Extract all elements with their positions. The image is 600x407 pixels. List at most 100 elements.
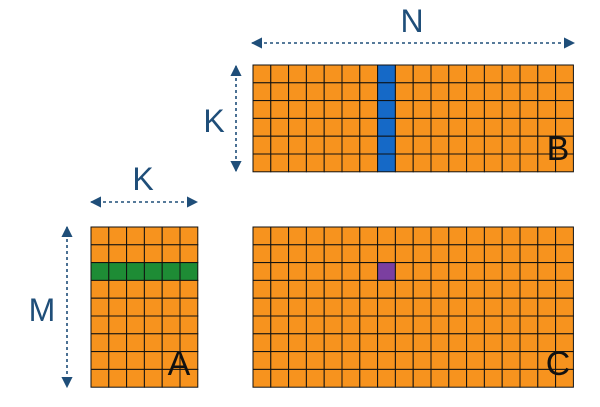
matrix-c-cell — [377, 368, 396, 388]
matrix-a-cell — [161, 297, 181, 317]
matrix-b-cell — [252, 100, 272, 119]
matrix-c-cell — [501, 351, 521, 370]
matrix-c-cell — [377, 226, 396, 246]
matrix-a-cell — [161, 279, 181, 299]
matrix-c-cell — [288, 368, 307, 388]
matrix-c-cell — [359, 368, 379, 388]
matrix-c-cell — [394, 262, 414, 281]
matrix-b-cell — [555, 153, 574, 173]
matrix-b-cell — [501, 117, 521, 137]
matrix-a-cell — [143, 297, 163, 317]
matrix-b-cell — [323, 82, 343, 102]
matrix-b-cell — [288, 153, 307, 173]
matrix-a-cell — [179, 279, 199, 299]
matrix-b-cell — [430, 64, 450, 84]
matrix-c-cell — [448, 297, 468, 317]
matrix-c-cell — [430, 351, 450, 370]
matrix-c-cell — [483, 226, 503, 246]
matrix-b-cell — [430, 82, 450, 102]
matrix-b-cell — [270, 135, 290, 155]
matrix-c-cell — [323, 279, 343, 299]
matrix-c-cell — [448, 351, 468, 370]
matrix-c-cell — [377, 333, 396, 353]
matrix-c-cell — [270, 244, 290, 264]
matrix-c-cell — [501, 244, 521, 264]
matrix-c-cell — [341, 315, 361, 335]
matrix-c-cell — [466, 351, 485, 370]
matrix-c-cell — [519, 315, 539, 335]
matrix-b-highlighted-column-cell — [377, 100, 396, 119]
matrix-c-cell — [555, 368, 574, 388]
matrix-a-cell — [179, 315, 199, 335]
matrix-b-cell — [341, 82, 361, 102]
matrix-c-cell — [323, 262, 343, 281]
matrix-b-cell — [270, 117, 290, 137]
matrix-b-cell — [483, 117, 503, 137]
matrix-c-cell — [394, 315, 414, 335]
matrix-c-cell — [288, 333, 307, 353]
matrix-c-cell — [341, 297, 361, 317]
matrix-b-cell — [359, 153, 379, 173]
matrix-c-cell — [323, 315, 343, 335]
matrix-a-cell — [161, 226, 181, 246]
matrix-c-cell — [501, 297, 521, 317]
matrix-c-cell — [394, 333, 414, 353]
matrix-a-cell — [126, 226, 145, 246]
matrix-b-cell — [341, 135, 361, 155]
matrix-c-cell — [323, 244, 343, 264]
matrix-b-cell — [305, 135, 325, 155]
matrix-c-cell — [430, 262, 450, 281]
matrix-c-cell — [501, 333, 521, 353]
matrix-b-cell — [483, 64, 503, 84]
matrix-c-cell — [412, 368, 432, 388]
matrix-b-highlighted-column-cell — [377, 117, 396, 137]
matrix-b-cell — [430, 117, 450, 137]
matrix-b-cell — [501, 153, 521, 173]
matrix-c-cell — [377, 244, 396, 264]
matrix-a-cell — [108, 226, 128, 246]
matrix-a-highlighted-row-cell — [143, 262, 163, 281]
matrix-a-cell — [90, 226, 110, 246]
matrix-b-cell — [448, 135, 468, 155]
k-dimension-label-a: K — [132, 161, 153, 197]
matrix-a-cell — [108, 279, 128, 299]
matrix-c-cell — [430, 226, 450, 246]
matrix-b-cell — [430, 100, 450, 119]
matrix-a-cell — [143, 226, 163, 246]
matrix-b-cell — [270, 82, 290, 102]
matrix-a-highlighted-row-cell — [108, 262, 128, 281]
matrix-c-cell — [448, 315, 468, 335]
matrix-a-cell — [90, 315, 110, 335]
matrix-c-cell — [555, 262, 574, 281]
matrix-c-cell — [394, 244, 414, 264]
matrix-c-cell — [483, 279, 503, 299]
matrix-a-cell — [108, 297, 128, 317]
matrix-c — [252, 226, 574, 388]
matrix-c-cell — [377, 315, 396, 335]
matrix-b-cell — [412, 135, 432, 155]
matrix-b-cell — [519, 100, 539, 119]
matrix-c-cell — [448, 226, 468, 246]
matrix-c-cell — [519, 351, 539, 370]
matrix-c-cell — [341, 333, 361, 353]
matrix-b-cell — [341, 153, 361, 173]
matrix-b-highlighted-column-cell — [377, 82, 396, 102]
matrix-c-cell — [555, 226, 574, 246]
matrix-b-cell — [519, 117, 539, 137]
matrix-c-label: C — [546, 345, 571, 383]
matrix-b-cell — [341, 64, 361, 84]
matrix-b-cell — [359, 100, 379, 119]
matrix-b-cell — [537, 64, 557, 84]
matrix-c-cell — [412, 226, 432, 246]
matrix-c-cell — [341, 226, 361, 246]
matrix-b-cell — [323, 117, 343, 137]
matrix-a-cell — [143, 333, 163, 353]
matrix-b-cell — [466, 100, 485, 119]
matrix-c-highlighted-cell — [377, 262, 396, 281]
matrix-b-cell — [359, 64, 379, 84]
matrix-b-cell — [466, 64, 485, 84]
matrix-b-cell — [323, 135, 343, 155]
matrix-b-cell — [394, 135, 414, 155]
matrix-a-cell — [161, 315, 181, 335]
matrix-c-cell — [323, 368, 343, 388]
